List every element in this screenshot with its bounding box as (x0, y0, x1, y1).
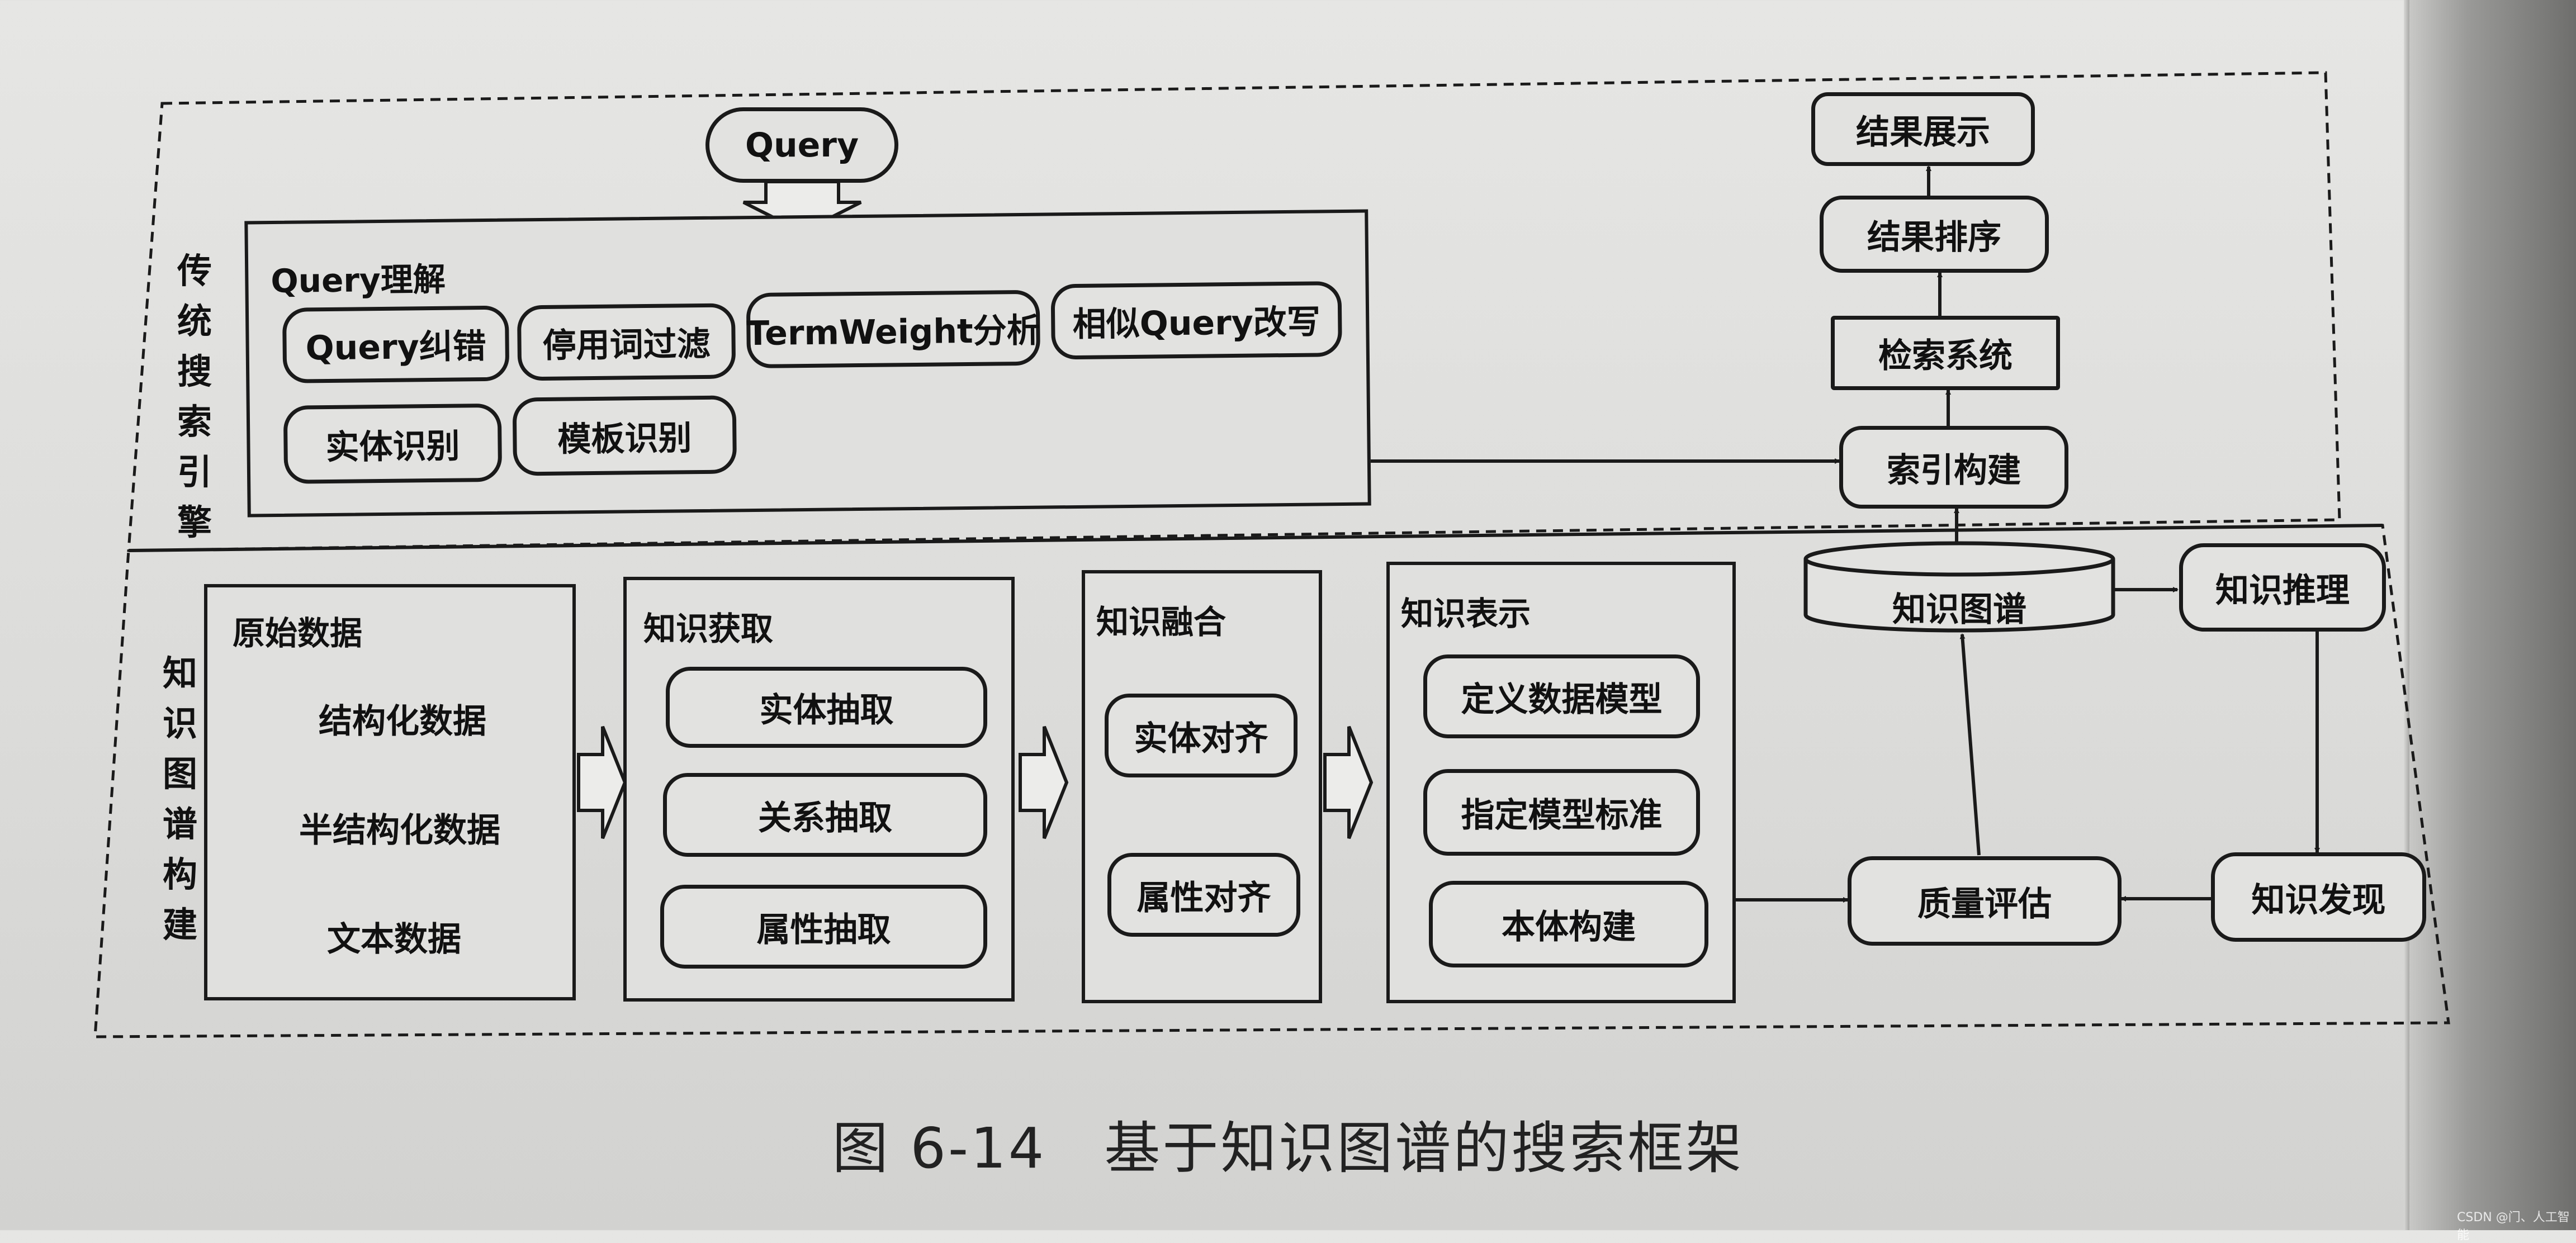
structured-data-label: 结构化数据 (319, 701, 486, 741)
kg-build-region (93, 524, 2450, 1038)
define-data-model: 定义数据模型 (1423, 654, 1700, 738)
query-understanding-panel: Query理解 Query纠错 停用词过滤 TermWeight分析 相似Que… (244, 209, 1371, 518)
knowledge-representation-panel: 知识表示 定义数据模型 指定模型标准 本体构建 (1386, 562, 1736, 1003)
text-data-label: 文本数据 (327, 919, 461, 959)
query-correction: Query纠错 (282, 305, 510, 383)
ontology-construction: 本体构建 (1429, 881, 1708, 967)
knowledge-representation-title: 知识表示 (1401, 595, 1531, 633)
entity-extraction: 实体抽取 (666, 667, 987, 748)
knowledge-fusion-panel: 知识融合 实体对齐 属性对齐 (1082, 570, 1322, 1003)
index-building: 索引构建 (1839, 426, 2068, 509)
term-weight-analysis: TermWeight分析 (746, 290, 1041, 369)
relation-extraction: 关系抽取 (663, 773, 987, 857)
entity-alignment: 实体对齐 (1105, 694, 1298, 777)
similar-query-rewrite: 相似Query改写 (1050, 281, 1342, 360)
retrieval-system: 检索系统 (1831, 316, 2060, 390)
traditional-search-label: 传统搜索引擎 (177, 250, 212, 543)
kg-build-label: 知识图谱构建 (162, 653, 197, 945)
knowledge-graph-cylinder (1803, 541, 2115, 633)
entity-recognition: 实体识别 (283, 403, 503, 484)
query-node: Query (705, 107, 898, 183)
result-display: 结果展示 (1811, 92, 2035, 166)
template-recognition: 模板识别 (512, 395, 737, 476)
quality-evaluation: 质量评估 (1848, 856, 2122, 946)
raw-data-panel: 原始数据 (204, 584, 576, 1000)
figure-caption: 图 6-14 基于知识图谱的搜索框架 (832, 1115, 1744, 1181)
page-edge-line (2404, 0, 2409, 1230)
block-arrow-2 (1019, 725, 1069, 839)
semi-structured-data-label: 半结构化数据 (299, 810, 500, 850)
attribute-alignment: 属性对齐 (1107, 853, 1300, 937)
knowledge-acquisition-title: 知识获取 (643, 610, 774, 648)
book-page-edge (2409, 0, 2576, 1230)
block-arrow-3 (1323, 725, 1374, 839)
result-ranking: 结果排序 (1820, 196, 2049, 273)
region-divider (128, 524, 2383, 552)
raw-data-title: 原始数据 (233, 614, 363, 652)
knowledge-graph-label: 知识图谱 (1892, 590, 2026, 629)
knowledge-discovery: 知识发现 (2211, 852, 2426, 942)
attribute-extraction: 属性抽取 (660, 885, 987, 969)
arrow-quality-to-kg (1959, 633, 1981, 856)
query-understanding-title: Query理解 (271, 260, 446, 301)
knowledge-fusion-title: 知识融合 (1096, 603, 1227, 641)
traditional-search-region (127, 71, 2341, 552)
watermark: CSDN @门、人工智能 (2457, 1211, 2570, 1242)
specify-model-standard: 指定模型标准 (1423, 769, 1700, 856)
stopword-filter: 停用词过滤 (517, 303, 736, 381)
knowledge-acquisition-panel: 知识获取 实体抽取 关系抽取 属性抽取 (623, 577, 1015, 1002)
block-arrow-1 (577, 725, 627, 839)
knowledge-reasoning: 知识推理 (2179, 543, 2386, 632)
